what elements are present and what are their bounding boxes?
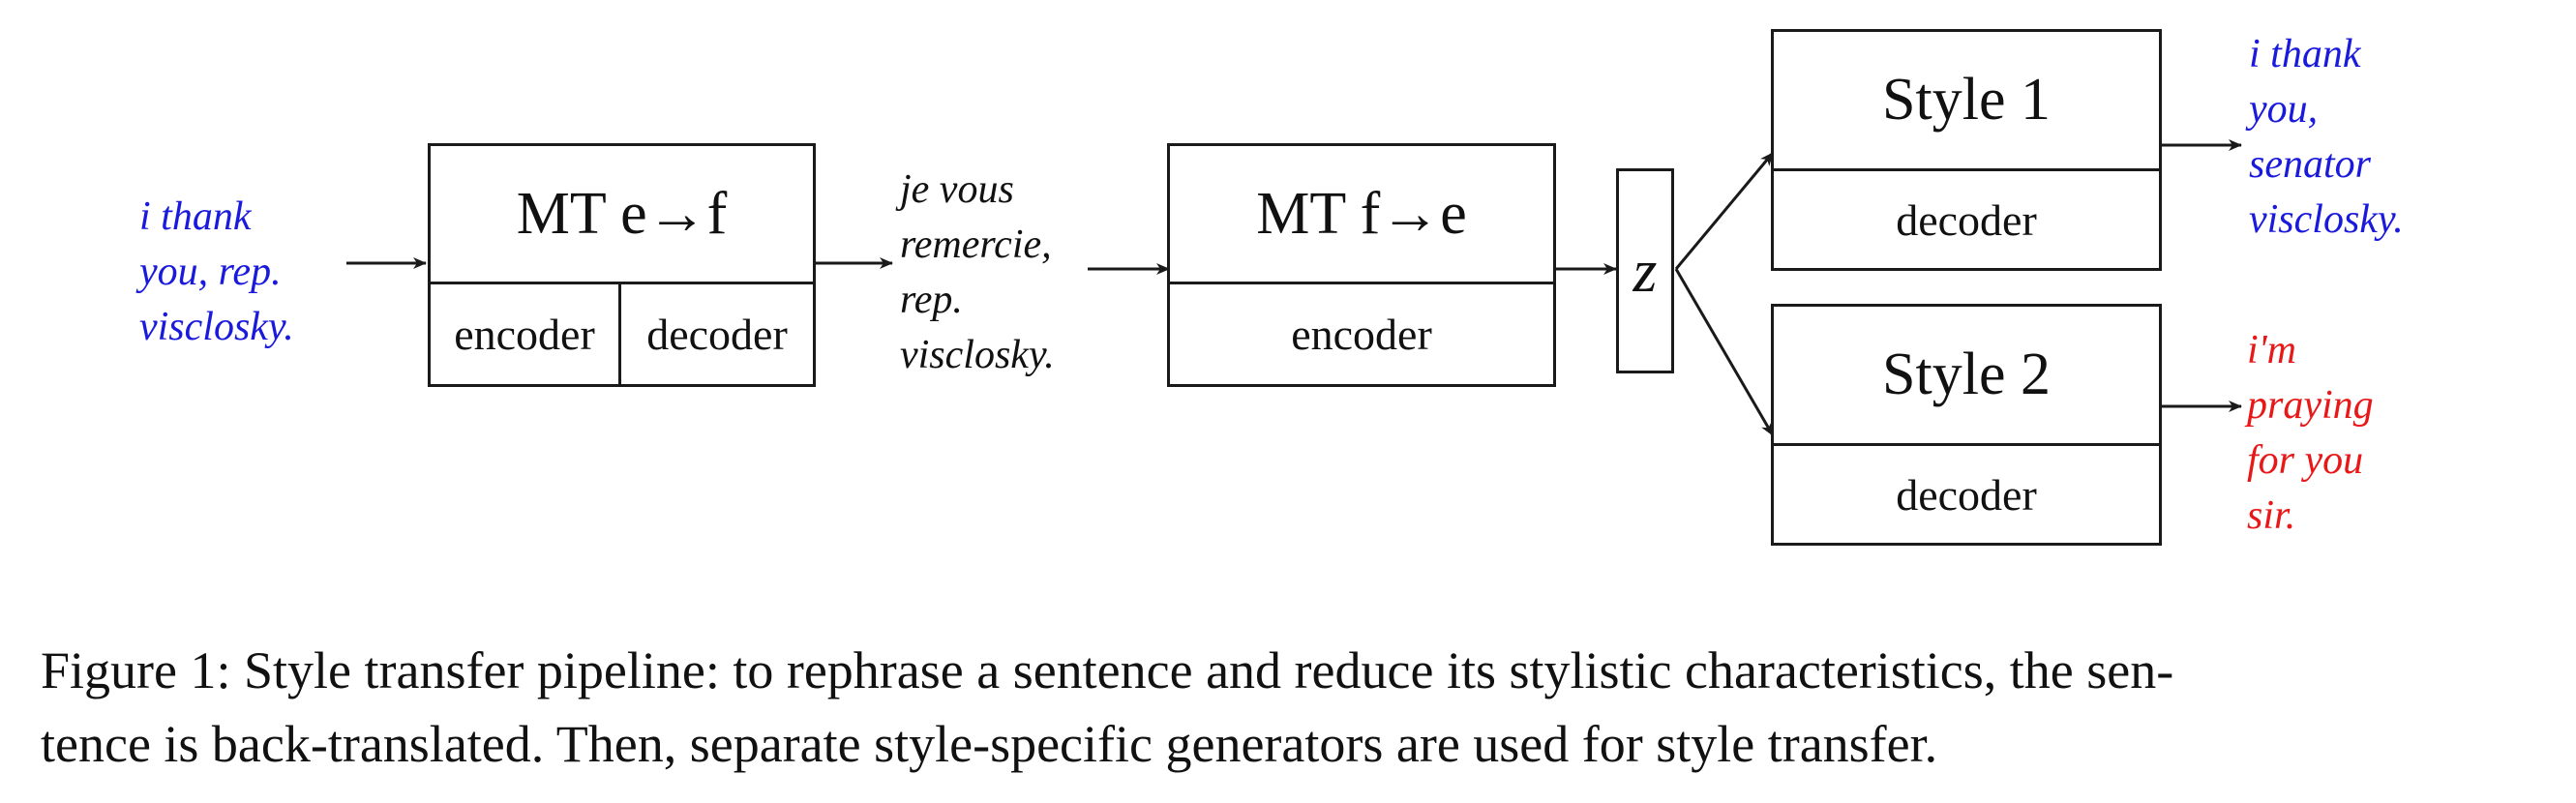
translation-line: visclosky. — [900, 333, 1055, 377]
style1-box: Style 1 decoder — [1771, 29, 2162, 271]
input-line: you, rep. — [139, 250, 282, 294]
style1-decoder-label: decoder — [1896, 194, 2037, 245]
mt-fe-box: MT f→e encoder — [1167, 143, 1556, 387]
output2-line: i'm — [2247, 328, 2296, 372]
mt-ef-encoder-label: encoder — [454, 310, 595, 359]
input-line: i thank — [139, 194, 252, 239]
divider — [618, 282, 621, 384]
divider — [1170, 282, 1553, 284]
input-line: visclosky. — [139, 305, 294, 349]
output1-sentence: i thank you, senator visclosky. — [2249, 27, 2404, 248]
caption-line-1: Figure 1: Style transfer pipeline: to re… — [41, 641, 2174, 699]
figure-caption: Figure 1: Style transfer pipeline: to re… — [41, 634, 2547, 781]
translation-line: je vous — [900, 167, 1014, 212]
latent-z-box: z — [1616, 168, 1674, 373]
divider — [431, 282, 813, 284]
mt-fe-encoder-label: encoder — [1291, 310, 1432, 359]
style2-title: Style 2 — [1882, 342, 2051, 407]
translation-line: rep. — [900, 278, 963, 322]
mt-ef-box: MT e→f encoder decoder — [428, 143, 816, 387]
divider — [1774, 168, 2159, 171]
mt-ef-decoder-label: decoder — [646, 310, 788, 359]
input-sentence: i thank you, rep. visclosky. — [139, 190, 294, 355]
caption-line-2: tence is back-translated. Then, separate… — [41, 715, 1938, 773]
style1-title: Style 1 — [1882, 67, 2051, 133]
mt-ef-title: MT e→f — [516, 180, 728, 247]
arrow-z-to-style2 — [1674, 268, 1775, 436]
arrow-z-to-style1 — [1674, 152, 1775, 270]
output1-line: visclosky. — [2249, 197, 2404, 242]
translation-line: remercie, — [900, 223, 1052, 267]
arrow-layer — [346, 139, 2242, 436]
french-translation: je vous remercie, rep. visclosky. — [900, 163, 1055, 383]
output2-line: sir. — [2247, 493, 2296, 538]
output1-line: you, — [2249, 87, 2319, 132]
output1-line: senator — [2249, 142, 2371, 187]
style2-decoder-label: decoder — [1896, 469, 2037, 520]
divider — [1774, 443, 2159, 446]
output1-line: i thank — [2249, 32, 2361, 76]
mt-fe-title: MT f→e — [1256, 180, 1467, 247]
output2-line: praying — [2247, 383, 2374, 428]
output2-sentence: i'm praying for you sir. — [2247, 323, 2374, 544]
output2-line: for you — [2247, 438, 2364, 483]
style2-box: Style 2 decoder — [1771, 304, 2162, 546]
latent-z-label: z — [1632, 236, 1658, 305]
